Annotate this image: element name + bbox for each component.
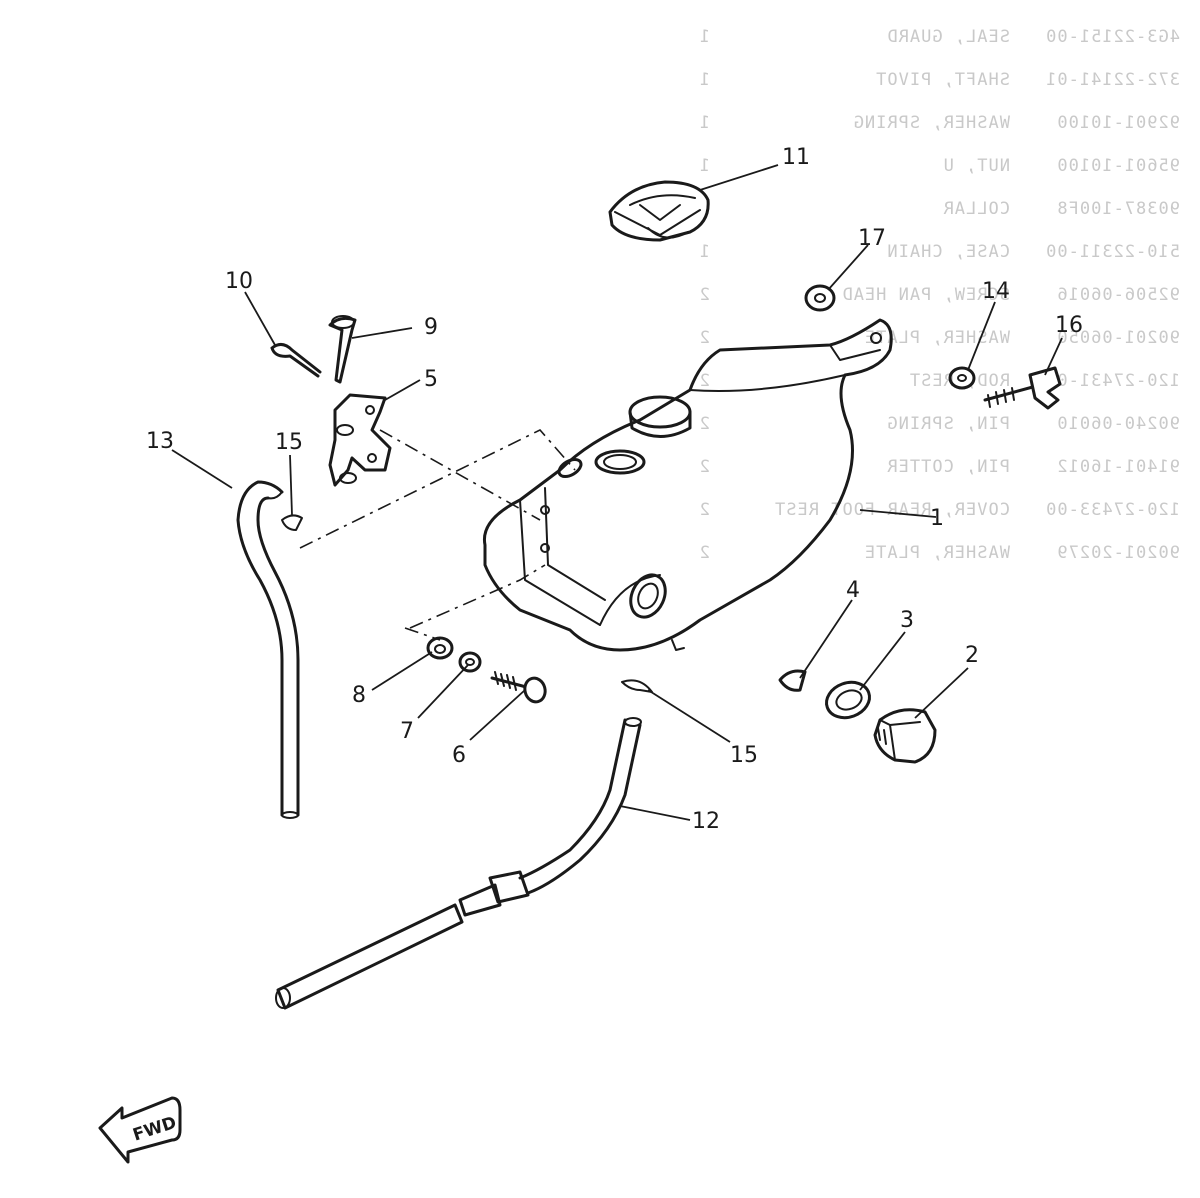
ghost-parts-table: 4G3-22151-00 SEAL, GUARD 1 372-22141-01 SHAF… (699, 27, 1180, 563)
ghost-part-no: 95601-10100 (1056, 156, 1180, 176)
callout-17: 17 (858, 226, 886, 251)
callout-3: 3 (900, 608, 914, 633)
flat-washer (426, 636, 454, 660)
callout-6: 6 (452, 743, 466, 768)
washer-14 (948, 366, 976, 390)
callout-4: 4 (846, 578, 860, 603)
callout-7: 7 (400, 719, 414, 744)
callout-5: 5 (424, 367, 438, 392)
bracket (328, 393, 392, 487)
callout-14: 14 (982, 279, 1010, 304)
wing-bolt (983, 366, 1062, 410)
fwd-arrow: FWD (98, 1096, 182, 1164)
ghost-description: NUT, U (943, 156, 1010, 176)
callout-1: 1 (930, 506, 944, 531)
ghost-part-no: 4G3-22151-00 (1045, 27, 1180, 47)
ghost-part-no: 510-22311-00 (1045, 242, 1180, 262)
ghost-description: PIN, COTTER (886, 457, 1010, 477)
ghost-qty: 2 (699, 500, 710, 520)
breather-hose (275, 717, 642, 1010)
ghost-part-no: 90201-20279 (1056, 543, 1180, 563)
ghost-part-no: 90201-06050 (1056, 328, 1180, 348)
filler-cap (608, 180, 710, 242)
cotter-pin (270, 343, 322, 378)
bolt (490, 671, 547, 704)
ghost-part-no: 90387-100F8 (1056, 199, 1180, 219)
ghost-qty: 1 (699, 27, 710, 47)
gasket (825, 680, 871, 720)
ghost-description: CASE, CHAIN (886, 242, 1010, 262)
callout-15-lower: 15 (730, 743, 758, 768)
ghost-description: SEAL, GUARD (886, 27, 1010, 47)
ghost-part-no: 120-27433-00 (1045, 500, 1180, 520)
ghost-qty: 1 (699, 242, 710, 262)
pin (328, 315, 357, 384)
ghost-description: SCREW, PAN HEAD (841, 285, 1010, 305)
callout-13: 13 (146, 429, 174, 454)
hose-clip-upper (281, 514, 303, 531)
ghost-part-no: 92901-10100 (1056, 113, 1180, 133)
ghost-qty: 2 (699, 371, 710, 391)
ghost-qty: 1 (699, 156, 710, 176)
ghost-qty: 2 (699, 457, 710, 477)
callout-10: 10 (225, 269, 253, 294)
callout-12: 12 (692, 809, 720, 834)
ghost-part-no: 90240-06010 (1056, 414, 1180, 434)
ghost-description: WASHER, PLATE (864, 543, 1010, 563)
collar (804, 284, 836, 312)
callout-2: 2 (965, 643, 979, 668)
ghost-qty: 1 (699, 113, 710, 133)
callout-16: 16 (1055, 313, 1083, 338)
ghost-part-no: 120-27431-00 (1045, 371, 1180, 391)
ghost-qty: 1 (699, 70, 710, 90)
ghost-part-no: 91401-16012 (1056, 457, 1180, 477)
callout-9: 9 (424, 315, 438, 340)
callout-11: 11 (782, 145, 810, 170)
ghost-description: SHAFT, PIVOT (875, 70, 1010, 90)
vent-hose (236, 480, 300, 819)
oil-tank (482, 318, 893, 652)
ghost-description: COVER, REAR FOOT REST (774, 500, 1010, 520)
lock-washer (458, 651, 482, 673)
callout-numbers: 1 2 3 4 5 6 7 8 9 10 11 12 13 14 15 15 1… (146, 145, 1083, 834)
ghost-qty: 2 (699, 414, 710, 434)
assembly-guide-lines (299, 429, 576, 641)
callout-8: 8 (352, 683, 366, 708)
ghost-description: WASHER, SPRING (853, 113, 1010, 133)
ghost-description: COLLAR (943, 199, 1010, 219)
clip (778, 669, 807, 692)
drain-plug (873, 708, 937, 764)
ghost-description: WASHER, PLATE (864, 328, 1010, 348)
ghost-part-no: 92506-06016 (1056, 285, 1180, 305)
hose-clip-lower (621, 679, 653, 693)
ghost-part-no: 372-22141-01 (1045, 70, 1180, 90)
leader-lines (171, 164, 1063, 821)
ghost-qty: 2 (699, 543, 710, 563)
ghost-description: PIN, SPRING (886, 414, 1010, 434)
callout-15-upper: 15 (275, 430, 303, 455)
ghost-qty: 2 (699, 285, 710, 305)
ghost-qty: 2 (699, 328, 710, 348)
